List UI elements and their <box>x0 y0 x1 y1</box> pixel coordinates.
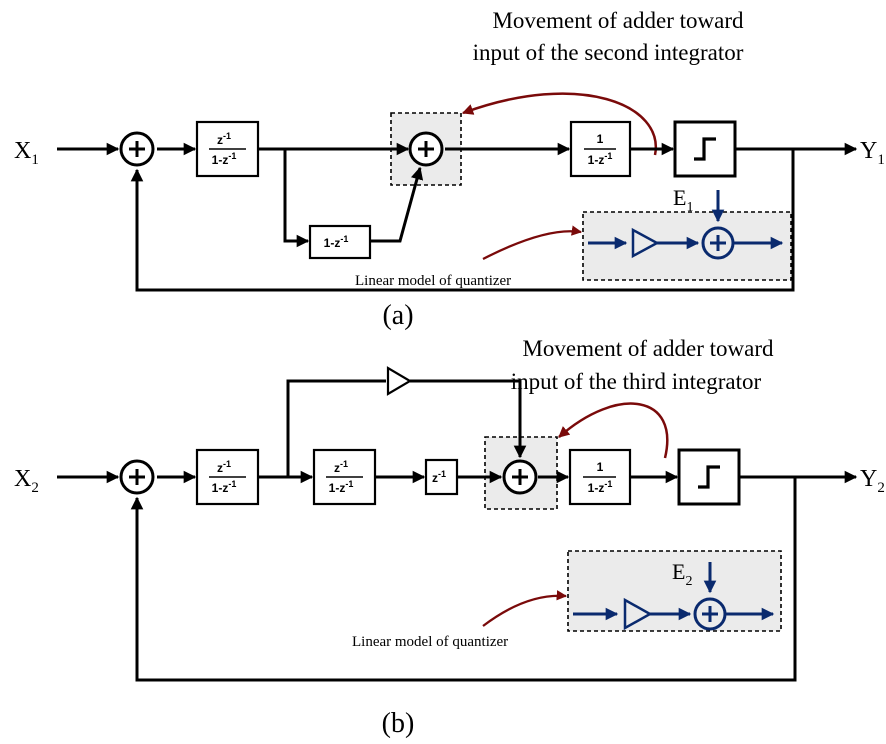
feedback-wire-b <box>130 477 797 682</box>
delayed-integrator-block-a: z-1 1-z-1 <box>195 120 260 178</box>
caption-b: (b) <box>382 708 415 739</box>
input-label-b: X2 <box>14 466 39 496</box>
svg-text:1-z-1: 1-z-1 <box>588 151 613 167</box>
summing-junction-2-a <box>408 131 444 167</box>
output-label-a: Y1 <box>860 138 885 168</box>
svg-text:z-1: z-1 <box>334 459 348 475</box>
delay-block-b: z-1 <box>424 458 459 496</box>
error-label-a: E1 <box>673 185 693 215</box>
feedforward-gain-b <box>386 366 413 396</box>
svg-text:1-z-1: 1-z-1 <box>212 151 237 167</box>
figure-b: Movement of adder toward input of the th… <box>14 336 885 739</box>
svg-text:1-z-1: 1-z-1 <box>212 479 237 495</box>
annotation-b-line2: input of the third integrator <box>511 369 762 394</box>
output-label-b: Y2 <box>860 466 885 496</box>
annotation-arrow-a <box>461 92 658 156</box>
quantizer-pointer-arrow-a <box>482 225 583 261</box>
wire-feedforward-b <box>286 379 386 477</box>
svg-text:z-1: z-1 <box>217 131 231 147</box>
annotation-a-line1: Movement of adder toward <box>492 8 744 33</box>
annotation-b-line1: Movement of adder toward <box>522 336 774 361</box>
svg-text:1-z-1: 1-z-1 <box>588 479 613 495</box>
summing-junction-2-b <box>502 459 538 495</box>
input-label-a: X1 <box>14 138 39 168</box>
quantizer-block-b <box>677 448 741 506</box>
linear-quantizer-model-a: E1 <box>582 185 792 281</box>
caption-a: (a) <box>382 300 413 331</box>
quantizer-pointer-arrow-b <box>482 590 568 627</box>
wire-branch-a <box>283 149 310 248</box>
quantizer-model-label-a: Linear model of quantizer <box>355 273 511 289</box>
svg-text:1-z-1: 1-z-1 <box>329 479 354 495</box>
error-label-b: E2 <box>672 559 692 589</box>
svg-text:1: 1 <box>597 460 604 474</box>
annotation-a-line2: input of the second integrator <box>473 40 744 65</box>
quantizer-block-a <box>673 120 737 178</box>
feedback-wire-a <box>130 149 795 292</box>
svg-text:1: 1 <box>597 132 604 146</box>
figure-a: Movement of adder toward input of the se… <box>14 8 885 331</box>
summing-junction-1-a <box>119 131 155 167</box>
integrator-block-b: 1 1-z-1 <box>568 448 632 506</box>
annotation-arrow-b <box>558 402 669 459</box>
svg-text:z-1: z-1 <box>217 459 231 475</box>
linear-quantizer-model-b: E2 <box>567 550 782 632</box>
integrator-block-a: 1 1-z-1 <box>569 120 632 178</box>
wire-ff-to-sum-b <box>410 379 527 459</box>
differentiator-block-a: 1-z-1 <box>308 224 372 260</box>
wire-diff-sum2-a <box>370 166 424 243</box>
summing-junction-1-b <box>119 459 155 495</box>
svg-text:z-1: z-1 <box>432 469 446 485</box>
delayed-integrator-block-2-b: z-1 1-z-1 <box>312 448 377 506</box>
svg-text:1-z-1: 1-z-1 <box>324 234 349 250</box>
delayed-integrator-block-1-b: z-1 1-z-1 <box>195 448 260 506</box>
quantizer-model-label-b: Linear model of quantizer <box>352 634 508 650</box>
